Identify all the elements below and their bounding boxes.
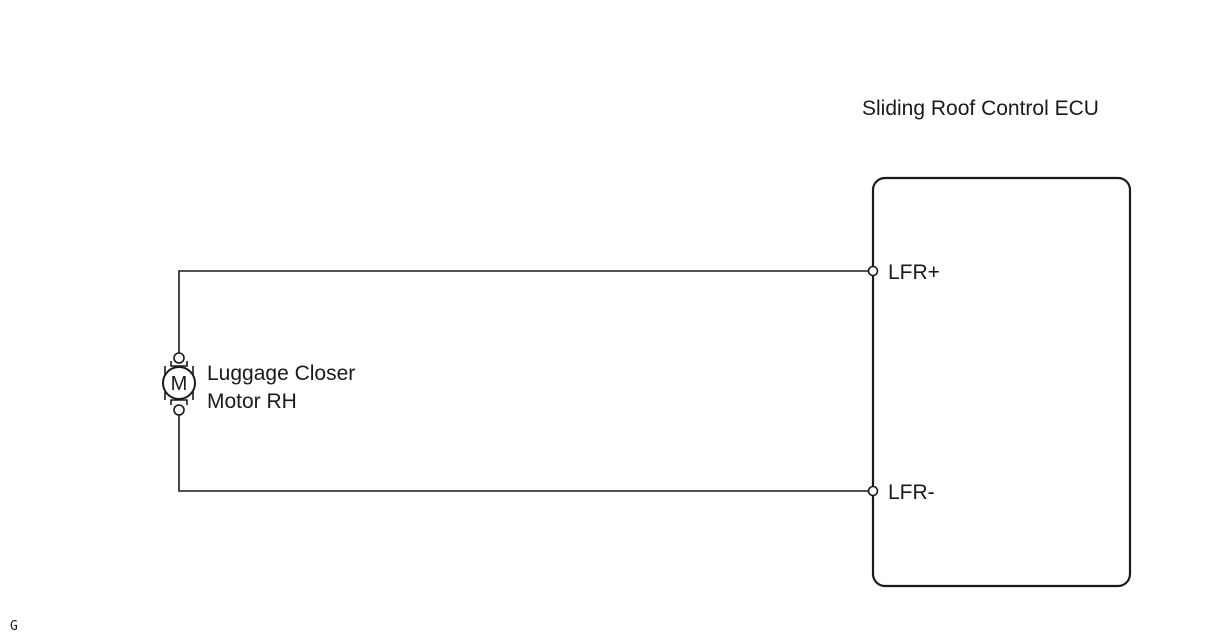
- ecu-title: Sliding Roof Control ECU: [862, 97, 1099, 120]
- motor-pin-bottom: [173, 404, 185, 416]
- motor-icon: M: [162, 352, 196, 416]
- terminal-lfr-minus: [867, 485, 879, 497]
- motor-letter: M: [171, 373, 188, 395]
- terminal-label-lfr-plus: LFR+: [888, 261, 940, 284]
- motor-body: [162, 366, 196, 400]
- terminal-lfr-plus: [867, 265, 879, 277]
- corner-code: G: [10, 619, 18, 634]
- terminal-label-lfr-minus: LFR-: [888, 481, 935, 504]
- wire-lfr-plus: [178, 270, 870, 356]
- wire-lfr-minus: [178, 414, 870, 492]
- motor-label-line2: Motor RH: [207, 390, 297, 413]
- ecu-box: [871, 176, 1132, 588]
- motor-pin-top: [173, 352, 185, 364]
- motor-label-line1: Luggage Closer: [207, 362, 355, 385]
